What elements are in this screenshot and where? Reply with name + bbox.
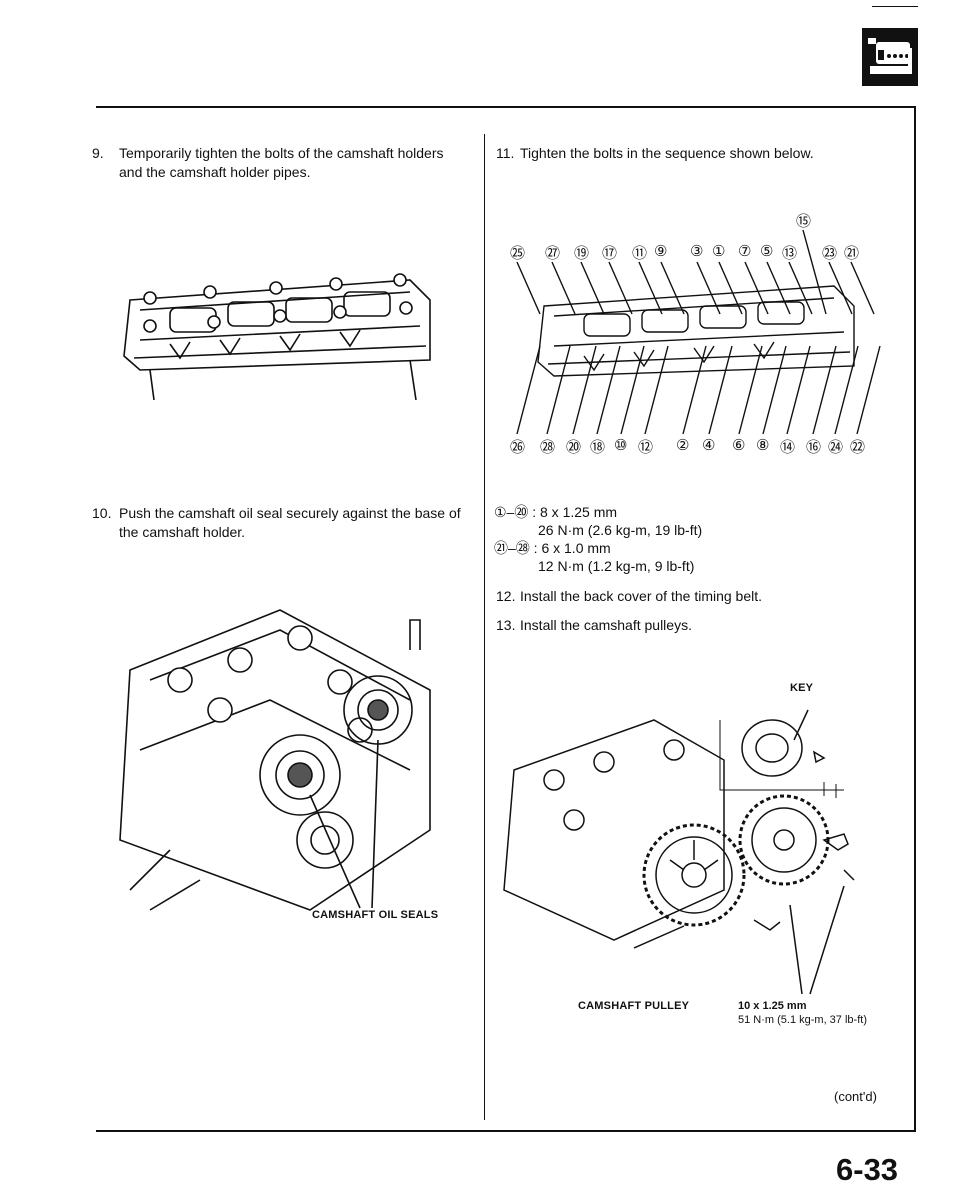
sequence-number-bottom: ㉒	[850, 439, 866, 456]
top-rule	[96, 106, 916, 108]
step-9-line1: Temporarily tighten the bolts of the cam…	[119, 145, 444, 161]
sequence-number-top: ㉕	[510, 245, 526, 262]
engine-icon	[862, 28, 918, 86]
sequence-number-bottom: ⑧	[756, 437, 770, 454]
sequence-leader-top	[638, 261, 663, 315]
label-camshaft-oil-seals: CAMSHAFT OIL SEALS	[312, 909, 439, 921]
sequence-number-bottom: ④	[702, 437, 716, 454]
camshaft-holders-illustration	[110, 240, 440, 410]
sequence-number-bottom: ⑩	[614, 437, 628, 454]
sequence-number-bottom: ㉖	[510, 439, 526, 456]
sequence-leader-top	[580, 261, 605, 315]
sequence-leader-top	[788, 261, 813, 315]
step-10-line1: Push the camshaft oil seal securely agai…	[119, 505, 461, 521]
sequence-number-bottom: ㉔	[828, 439, 844, 456]
sequence-leader-top	[828, 261, 853, 315]
column-divider	[484, 134, 485, 1120]
label-key: KEY	[790, 682, 814, 694]
sequence-number-top: ⑨	[654, 243, 668, 260]
sequence-leader-bottom	[596, 345, 621, 435]
spec-2-range: ㉑–㉘ : 6 x 1.0 mm	[494, 540, 611, 556]
spec-1-range: ①–⑳ : 8 x 1.25 mm	[494, 504, 618, 520]
sequence-number-top: ①	[712, 243, 726, 260]
sequence-number-top: ⑪	[632, 245, 648, 262]
right-border	[914, 106, 916, 1132]
sequence-leader-top	[551, 261, 576, 315]
sequence-leader-bottom	[738, 345, 763, 435]
bolt-spec-size: 10 x 1.25 mm	[738, 1000, 807, 1012]
bottom-rule	[96, 1130, 916, 1132]
sequence-leader-top	[744, 261, 769, 315]
sequence-leader-top	[766, 261, 791, 315]
sequence-leader-bottom	[682, 345, 707, 435]
sequence-leader-bottom	[786, 345, 811, 435]
step-10: 10. Push the camshaft oil seal securely …	[92, 505, 461, 540]
sequence-leader-bottom	[620, 345, 645, 435]
contd-label: (cont'd)	[834, 1089, 877, 1104]
sequence-leader-bottom	[546, 345, 571, 435]
step-10-line2: the camshaft holder.	[119, 524, 246, 540]
sequence-number-top: ⑮	[796, 213, 812, 230]
oil-seals-illustration	[110, 590, 450, 920]
step-12: 12. Install the back cover of the timing…	[496, 588, 763, 604]
sequence-number-top: ⑬	[782, 245, 798, 262]
sequence-leader-bottom	[856, 345, 881, 435]
sequence-number-top: ㉓	[822, 245, 838, 262]
sequence-leader-bottom	[572, 345, 597, 435]
step-13: 13. Install the camshaft pulleys.	[496, 617, 692, 633]
sequence-number-bottom: ⑥	[732, 437, 746, 454]
sequence-number-top: ③	[690, 243, 704, 260]
page-number: 6-33	[836, 1152, 899, 1187]
sequence-leader-top	[516, 261, 541, 315]
sequence-leader-bottom	[644, 345, 669, 435]
sequence-number-bottom: ㉘	[540, 439, 556, 456]
sequence-number-top: ⑲	[574, 245, 590, 262]
sequence-number-bottom: ⑫	[638, 439, 654, 456]
sequence-number-top: ㉑	[844, 245, 860, 262]
sequence-number-top: ㉗	[545, 245, 561, 262]
corner-mark	[872, 6, 918, 7]
bolt-spec-torque: 51 N·m (5.1 kg-m, 37 lb-ft)	[738, 1014, 867, 1026]
spec-2-torque: 12 N·m (1.2 kg-m, 9 lb-ft)	[538, 558, 695, 574]
sequence-leader-bottom	[834, 345, 859, 435]
spec-1-torque: 26 N·m (2.6 kg-m, 19 lb-ft)	[538, 522, 703, 538]
sequence-leader-top	[850, 261, 875, 315]
sequence-leader-top	[696, 261, 721, 315]
sequence-number-bottom: ⑳	[566, 439, 582, 456]
sequence-leader-bottom	[762, 345, 787, 435]
sequence-leader-top	[802, 229, 827, 315]
sequence-number-bottom: ⑱	[590, 439, 606, 456]
sequence-number-top: ⑤	[760, 243, 774, 260]
sequence-leader-bottom	[708, 345, 733, 435]
step-11: 11. Tighten the bolts in the sequence sh…	[496, 145, 814, 161]
sequence-number-bottom: ⑭	[780, 439, 796, 456]
sequence-number-bottom: ②	[676, 437, 690, 454]
sequence-leader-top	[718, 261, 743, 315]
sequence-number-top: ⑰	[602, 245, 618, 262]
sequence-leader-top	[608, 261, 633, 315]
step-9: 9. Temporarily tighten the bolts of the …	[92, 145, 444, 180]
camshaft-pulley-illustration	[494, 690, 904, 1010]
sequence-number-bottom: ⑯	[806, 439, 822, 456]
sequence-leader-bottom	[812, 345, 837, 435]
sequence-leader-top	[660, 261, 685, 315]
sequence-leader-bottom	[516, 345, 541, 435]
step-9-line2: and the camshaft holder pipes.	[119, 164, 311, 180]
sequence-number-top: ⑦	[738, 243, 752, 260]
label-camshaft-pulley: CAMSHAFT PULLEY	[578, 1000, 690, 1012]
